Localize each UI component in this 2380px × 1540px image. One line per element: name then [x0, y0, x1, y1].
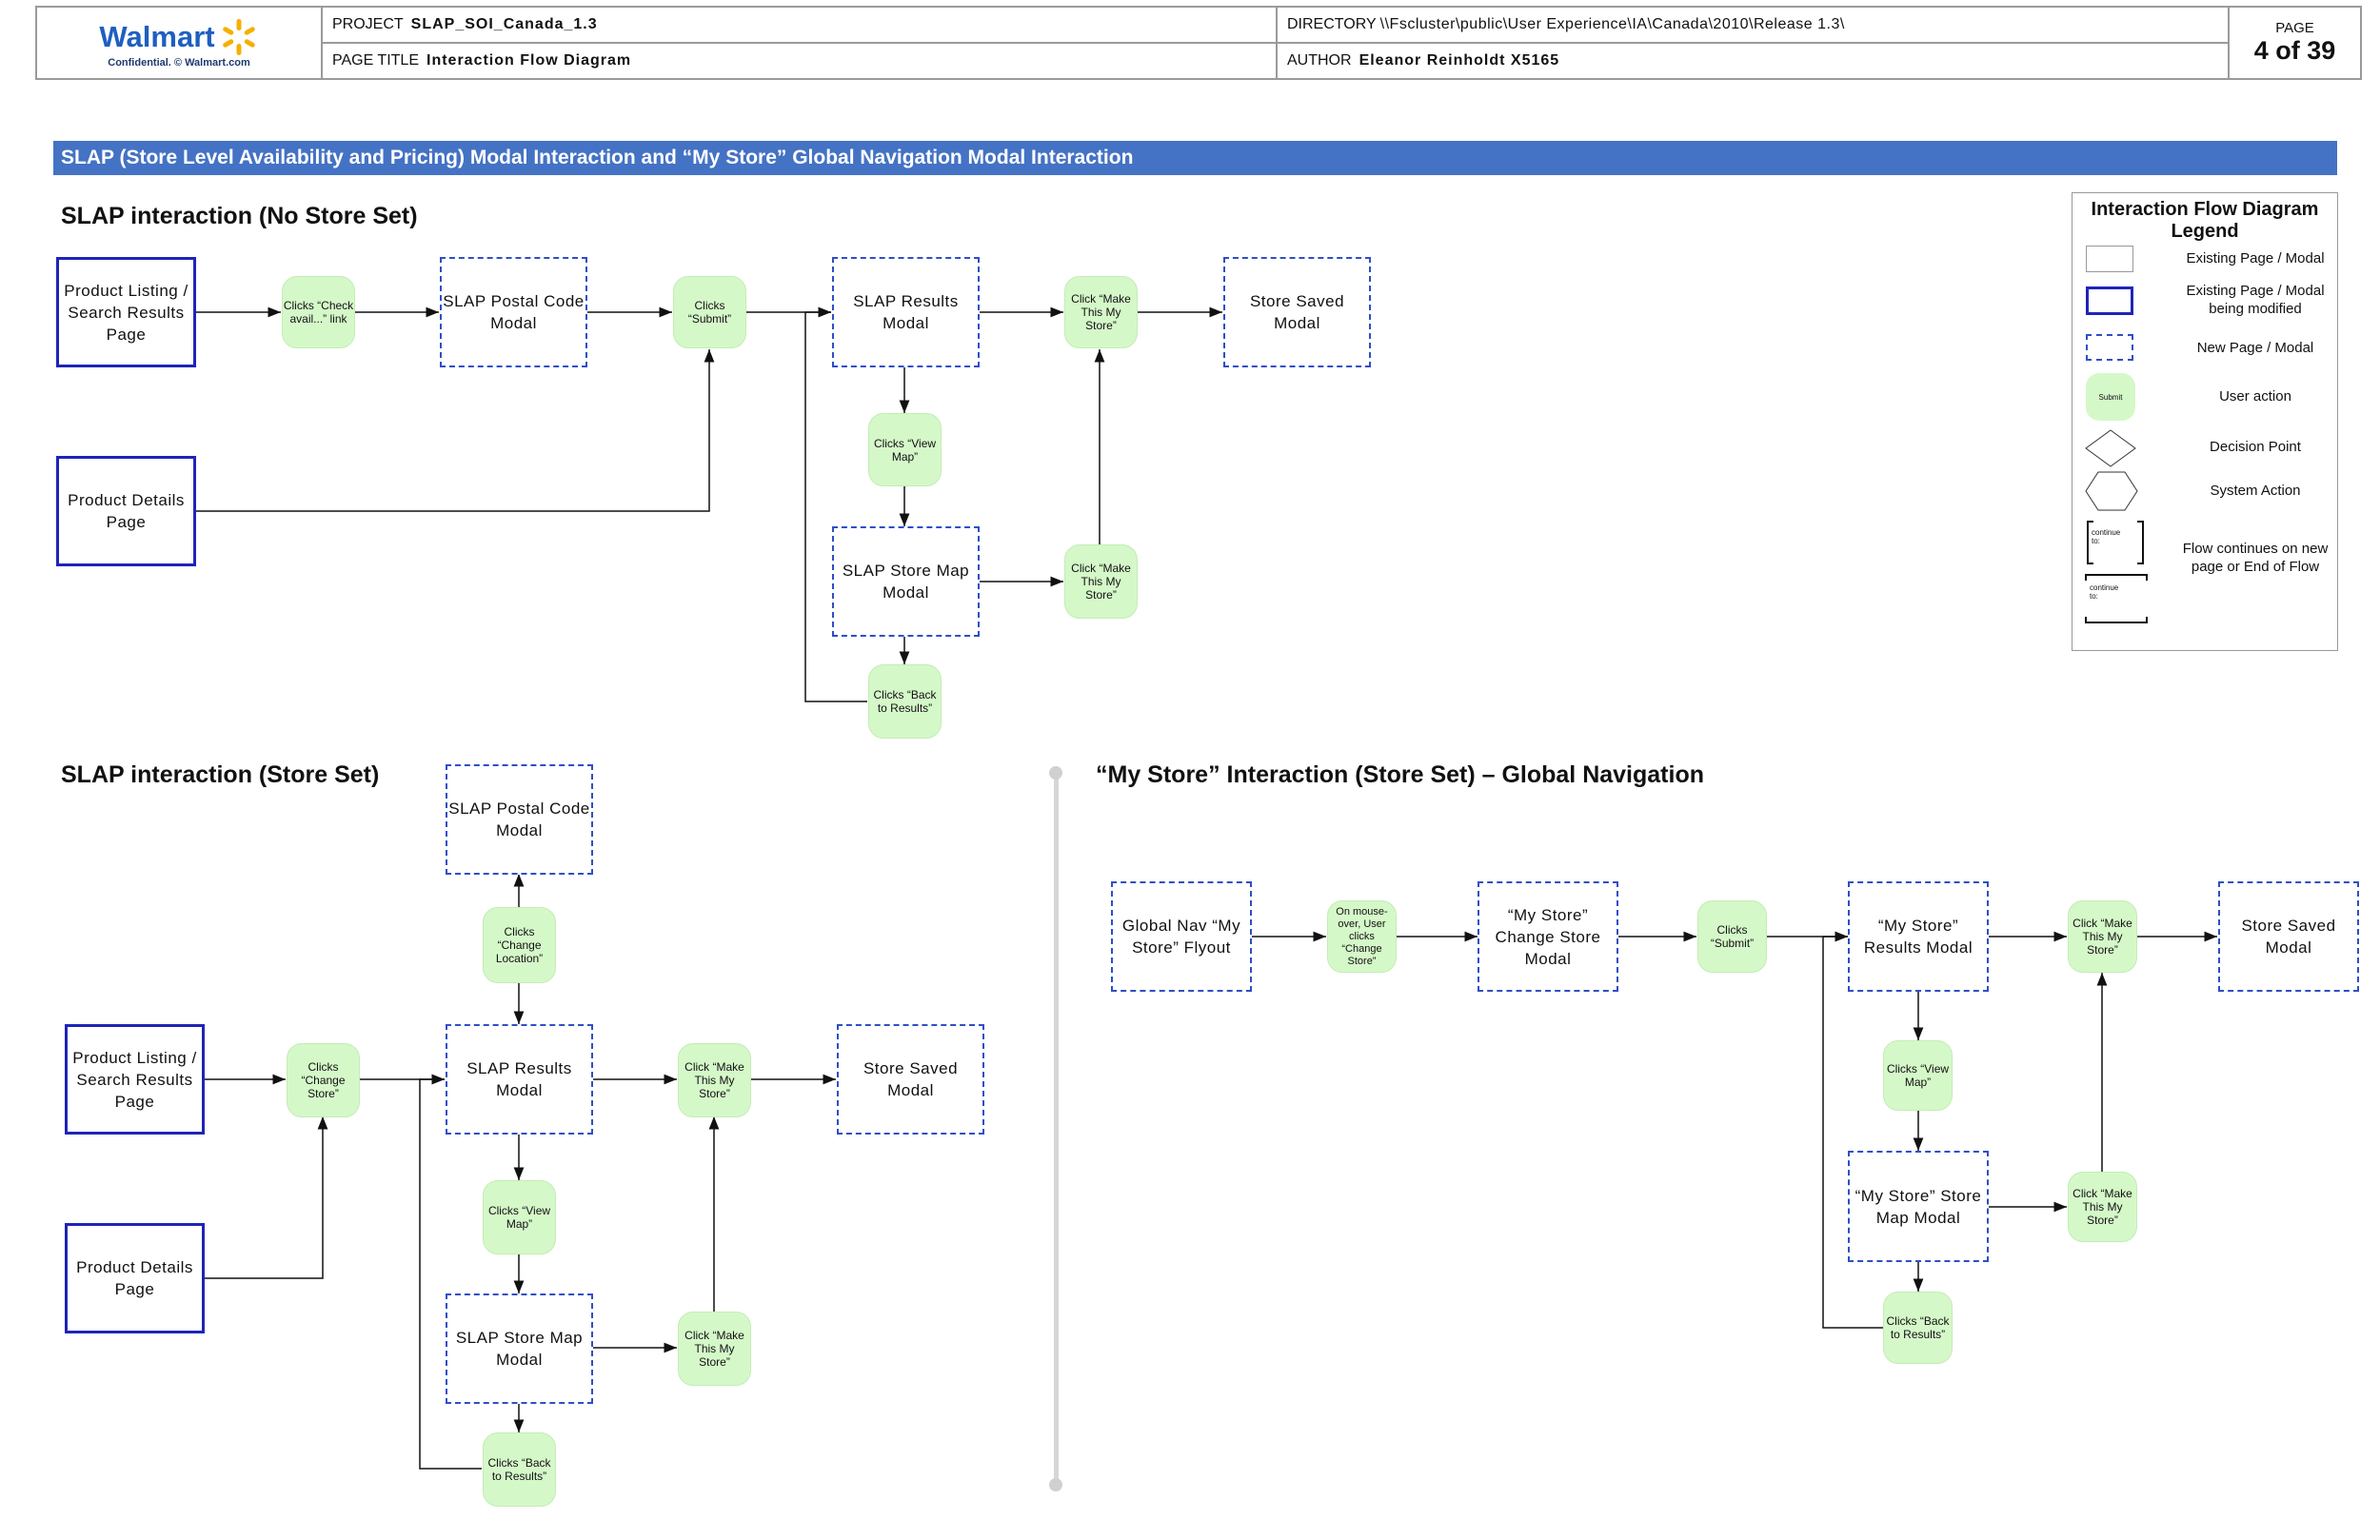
make-my-store-action-5: Click “Make This My Store” [2068, 900, 2137, 973]
slap-postal-code-modal: SLAP Postal Code Modal [440, 257, 587, 367]
make-my-store-action-6: Click “Make This My Store” [2068, 1172, 2137, 1242]
legend-action-swatch: Submit [2086, 373, 2135, 421]
product-details-label-2: Product Details Page [76, 1258, 193, 1298]
divider-top-dot [1049, 766, 1062, 780]
submit-action-3: Clicks “Submit” [1697, 900, 1767, 973]
map-modal-label: SLAP Store Map Modal [842, 562, 970, 602]
product-listing-page-2: Product Listing / Search Results Page [65, 1024, 205, 1135]
project-cell: PROJECT SLAP_SOI_Canada_1.3 [322, 7, 1277, 43]
postal-modal-label-2: SLAP Postal Code Modal [448, 800, 590, 839]
store-saved-modal-2: Store Saved Modal [837, 1024, 984, 1135]
store-saved-label-3: Store Saved Modal [2241, 917, 2336, 957]
global-nav-flyout: Global Nav “My Store” Flyout [1111, 881, 1252, 992]
slap-results-modal: SLAP Results Modal [832, 257, 980, 367]
legend-new-swatch [2086, 334, 2133, 361]
decision-diamond-icon [2085, 429, 2136, 467]
author-cell: AUTHOR Eleanor Reinholdt X5165 [1277, 43, 2229, 79]
directory-value: \\Fscluster\public\User Experience\IA\Ca… [1379, 16, 1845, 32]
map-modal-label-3: “My Store” Store Map Modal [1854, 1186, 1982, 1227]
legend-title: Interaction Flow Diagram Legend [2091, 199, 2319, 242]
legend-existing-label: Existing Page / Modal [2186, 250, 2325, 267]
legend-decision-label: Decision Point [2210, 439, 2301, 455]
project-value: SLAP_SOI_Canada_1.3 [410, 16, 598, 32]
back-to-results-action-3: Clicks “Back to Results” [1883, 1292, 1953, 1364]
my-store-change-store-modal: “My Store” Change Store Modal [1478, 881, 1618, 992]
results-modal-label-2: SLAP Results Modal [466, 1059, 572, 1099]
section-title-my-store: “My Store” Interaction (Store Set) – Glo… [1096, 761, 1704, 788]
section-title-no-store: SLAP interaction (No Store Set) [61, 203, 418, 229]
product-listing-label-2: Product Listing / Search Results Page [72, 1048, 197, 1111]
map-modal-label-2: SLAP Store Map Modal [455, 1329, 584, 1369]
author-value: Eleanor Reinholdt X5165 [1359, 52, 1560, 69]
page-title-value: Interaction Flow Diagram [426, 52, 632, 69]
store-saved-label-2: Store Saved Modal [863, 1059, 959, 1099]
store-saved-label: Store Saved Modal [1249, 292, 1345, 332]
section-divider [1054, 773, 1059, 1489]
submit-action: Clicks “Submit” [673, 276, 746, 348]
directory-cell: DIRECTORY \\Fscluster\public\User Experi… [1277, 7, 2229, 43]
slap-store-map-modal: SLAP Store Map Modal [832, 526, 980, 637]
back-to-results-action: Clicks “Back to Results” [868, 664, 942, 739]
continue-sample-2: continue to: [2090, 583, 2119, 601]
header-table: Walmart Confidential. © Walmart.com PROJ… [35, 6, 2362, 80]
results-modal-label-3: “My Store” Results Modal [1863, 917, 1973, 957]
spark-icon [222, 19, 255, 55]
legend-continue-label: Flow continues on new page or End of Flo… [2182, 541, 2329, 575]
continue-bracket-icon [2087, 521, 2144, 564]
page-title-key: PAGE TITLE [332, 52, 419, 69]
mouseover-change-store-action: On mouse-over, User clicks “Change Store… [1327, 900, 1397, 973]
product-details-page: Product Details Page [56, 456, 196, 566]
continue-sample-1: continue to: [2092, 528, 2121, 545]
product-details-label: Product Details Page [68, 491, 185, 531]
slap-store-map-modal-2: SLAP Store Map Modal [446, 1293, 593, 1404]
change-store-modal-label: “My Store” Change Store Modal [1495, 905, 1601, 968]
section-banner: SLAP (Store Level Availability and Prici… [53, 141, 2337, 175]
view-map-action-2: Clicks “View Map” [483, 1180, 556, 1254]
view-map-action: Clicks “View Map” [868, 413, 942, 486]
walmart-logo: Walmart [99, 20, 215, 53]
legend-existing-swatch [2086, 246, 2133, 272]
legend-action-label: User action [2219, 388, 2291, 405]
my-store-results-modal: “My Store” Results Modal [1848, 881, 1989, 992]
project-key: PROJECT [332, 16, 404, 32]
make-my-store-action-2: Click “Make This My Store” [1064, 544, 1138, 619]
make-my-store-action-4: Click “Make This My Store” [678, 1312, 751, 1386]
logo-cell: Walmart Confidential. © Walmart.com [36, 7, 322, 79]
store-saved-modal: Store Saved Modal [1223, 257, 1371, 367]
make-my-store-action-3: Click “Make This My Store” [678, 1043, 751, 1117]
product-details-page-2: Product Details Page [65, 1223, 205, 1333]
change-location-action: Clicks “Change Location” [483, 907, 556, 983]
postal-modal-label: SLAP Postal Code Modal [443, 292, 585, 332]
results-modal-label: SLAP Results Modal [853, 292, 959, 332]
view-map-action-3: Clicks “View Map” [1883, 1040, 1953, 1111]
directory-key: DIRECTORY [1287, 16, 1377, 32]
legend-new-label: New Page / Modal [2196, 340, 2314, 356]
page-cell: PAGE 4 of 39 [2229, 7, 2361, 79]
store-saved-modal-3: Store Saved Modal [2218, 881, 2359, 992]
continue-bracket-flat-icon [2085, 574, 2148, 623]
legend-modified-label: Existing Page / Modal being modified [2186, 283, 2325, 317]
legend-panel: Interaction Flow Diagram Legend Existing… [2072, 192, 2338, 651]
check-avail-action: Clicks “Check avail...” link [282, 276, 355, 348]
author-key: AUTHOR [1287, 52, 1352, 69]
section-title-store-set: SLAP interaction (Store Set) [61, 761, 380, 788]
legend-system-label: System Action [2210, 483, 2301, 499]
global-nav-label: Global Nav “My Store” Flyout [1121, 917, 1241, 957]
make-my-store-action: Click “Make This My Store” [1064, 276, 1138, 348]
divider-bottom-dot [1049, 1478, 1062, 1491]
back-to-results-action-2: Clicks “Back to Results” [483, 1432, 556, 1507]
product-listing-page: Product Listing / Search Results Page [56, 257, 196, 367]
my-store-map-modal: “My Store” Store Map Modal [1848, 1151, 1989, 1262]
change-store-action: Clicks “Change Store” [287, 1043, 360, 1117]
confidential-note: Confidential. © Walmart.com [108, 57, 250, 69]
system-action-hexagon-icon [2085, 471, 2138, 511]
page-number: 4 of 39 [2253, 36, 2336, 65]
slap-postal-code-modal-2: SLAP Postal Code Modal [446, 764, 593, 875]
page-label: PAGE [2275, 20, 2314, 36]
legend-modified-swatch [2086, 286, 2133, 315]
product-listing-label: Product Listing / Search Results Page [64, 281, 188, 344]
page-title-cell: PAGE TITLE Interaction Flow Diagram [322, 43, 1277, 79]
slap-results-modal-2: SLAP Results Modal [446, 1024, 593, 1135]
